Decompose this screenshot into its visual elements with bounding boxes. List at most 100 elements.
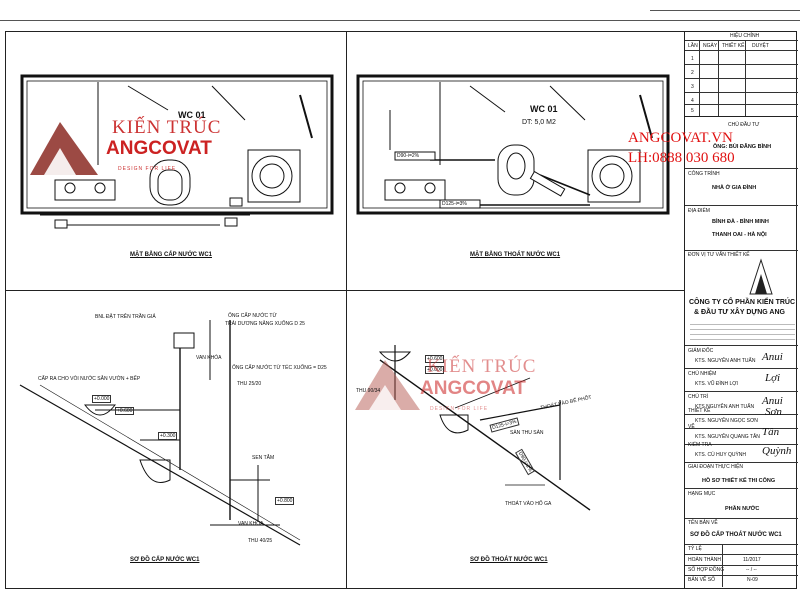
supply-note-5: ỐNG CẤP NƯỚC TỪ TÉC XUỐNG = D25 [232,365,327,371]
drain-plan-title: MẶT BẰNG THOÁT NƯỚC WC1 [470,252,561,258]
watermark2-line2: ANGCOVAT [420,378,526,399]
location-2: THANH OAI - HÀ NỘI [712,232,767,238]
revision-header: HIỆU CHỈNH [730,33,760,39]
rev-row-5: 5 [691,108,694,114]
rev-row-line [685,40,798,41]
director: KTS. NGUYỄN ANH TUẤN [695,358,756,364]
owner-label: CHỦ ĐẦU TƯ [728,122,760,128]
design: KTS. NGUYỄN NGỌC SƠN [695,418,758,424]
advert-site: ANGCOVAT.VN [628,130,733,146]
drain-room-name: WC 01 [530,104,558,114]
draw-signature: Tân [762,426,780,438]
owner: ÔNG: BÙI ĐĂNG BÌNH [713,144,772,150]
rev-row-1: 1 [691,56,694,62]
drain-diagram-drawing [378,345,591,511]
rev-col-3: THIẾT KẾ [722,43,745,49]
supply-plan-title: MẶT BẰNG CẤP NƯỚC WC1 [130,252,212,258]
drain-note-6: THOÁT VÀO HỐ GA [505,501,552,507]
drain-note-1: THU 90/34 [356,388,381,394]
chief: KTS. VŨ ĐÌNH LỢI [695,381,738,387]
supply-level-4: +0.800 [275,497,295,505]
drawing-label: TÊN BẢN VẼ [688,520,718,526]
drain-tag-2: D125-i=3% [442,201,467,207]
sheet: N-09 [747,577,758,583]
location-label: ĐỊA ĐIỂM [688,208,710,214]
complete: 11/2017 [743,557,761,563]
draw-label: VẼ [688,424,695,430]
logo-triangle-2 [355,360,420,410]
phase-label: GIAI ĐOẠN THỰC HIỆN [688,464,744,470]
drain-tag-1: D90-i=2% [397,153,420,159]
company-logo-icon [749,258,773,295]
host: KTS.NGUYỄN ANH TUẤN [695,404,755,410]
director-label: GIÁM ĐỐC [688,348,714,354]
watermark2-line3: DESIGN FOR LIFE [430,406,489,412]
logo-triangle [30,122,98,175]
supply-note-3: TRẢI DƯƠNG NĂNG XUỐNG D 25 [225,321,305,327]
company-address-lines [690,322,795,342]
company-line2: & ĐẦU TƯ XÂY DỰNG ANG [694,309,785,316]
drain-area: DT: 5,0 M2 [522,119,556,126]
design-label: THIẾT KẾ [688,408,711,414]
drain-plan-drawing [356,74,670,215]
supply-room-name: WC 01 [178,110,206,120]
drawing-name: SƠ ĐỒ CẤP THOÁT NƯỚC WC1 [690,532,782,538]
location-1: BÌNH ĐÀ - BÌNH MINH [712,219,769,225]
watermark-line2: ANGCOVAT [106,138,212,159]
rev-col-2: NGÀY [703,43,718,49]
rev-row-2: 2 [691,70,694,76]
designer-label: ĐƠN VỊ TƯ VẤN THIẾT KẾ [688,252,750,258]
supply-note-9: VAN KHÓA [238,521,264,527]
supply-level-1: +0.000 [92,395,112,403]
horizontal-divider [5,290,685,291]
drawing-frame [5,31,797,589]
company-line1: CÔNG TY CỔ PHẦN KIẾN TRÚC [689,299,796,306]
top-border-right [650,0,800,11]
supply-diagram-title: SƠ ĐỒ CẤP NƯỚC WC1 [130,557,200,563]
rev-col-1: LẦN [688,43,698,49]
draw: KTS. NGUYỄN QUANG TÂN [695,434,760,440]
drain-level-2: +0.000 [425,366,445,374]
drain-level-1: +0.600 [425,355,445,363]
item: PHẦN NƯỚC [725,506,760,512]
host-label: CHỦ TRÌ [688,394,709,400]
title-block-divider [684,31,685,588]
project: NHÀ Ở GIA ĐÌNH [712,185,757,191]
phase: HỒ SƠ THIẾT KẾ THI CÔNG [702,478,776,484]
drain-note-4: SÀN THU SÀN [510,430,544,436]
sheet-label: BẢN VẼ SỐ [688,577,715,583]
vertical-divider [346,31,347,588]
drain-diagram-title: SƠ ĐỒ THOÁT NƯỚC WC1 [470,557,548,563]
supply-note-7: THU 25/20 [237,381,262,387]
top-border-line [0,20,800,21]
scale-label: TỶ LỆ [688,546,702,552]
supply-note-4: VAN KHÓA [196,355,222,361]
advert-phone: LH:0888 030 680 [628,150,735,166]
drawings-svg [19,74,670,546]
rev-col-4: DUYỆT [752,43,769,49]
watermark2-line1: KIẾN TRÚC [427,356,537,377]
watermark-line1: KIẾN TRÚC [112,117,222,138]
chief-label: CHỦ NHIỆM [688,371,717,377]
rev-row-3: 3 [691,84,694,90]
contract: -- / -- [746,567,757,573]
supply-note-6: CẤP RA CHO VÒI NƯỚC SÂN VƯỜN + BẾP [38,376,141,382]
item-label: HẠNG MỤC [688,491,716,497]
rev-row-4: 4 [691,98,694,104]
host-signature: Anui [762,395,783,407]
supply-note-10: THU 40/25 [248,538,273,544]
supply-note-2: ỐNG CẤP NƯỚC TỪ [228,313,277,319]
check: KTS. CÙ HUY QUỲNH [695,452,747,458]
check-label: KIỂM TRA [688,442,712,448]
supply-level-2: +0.600 [115,407,135,415]
supply-level-3: +0.300 [158,432,178,440]
design-signature: Sơn [765,406,782,418]
check-signature: Quỳnh [762,445,792,457]
supply-plan-drawing [20,74,334,229]
contract-label: SỐ HỢP ĐỒNG [688,567,725,573]
supply-note-8: SEN TẮM [252,455,275,461]
supply-diagram-drawing [19,320,301,546]
supply-note-1: BNL ĐẶT TRÊN TRẦN GIẢ [95,314,156,320]
chief-signature: Lợi [765,372,781,384]
watermark-line3: DESIGN FOR LIFE [118,166,177,172]
